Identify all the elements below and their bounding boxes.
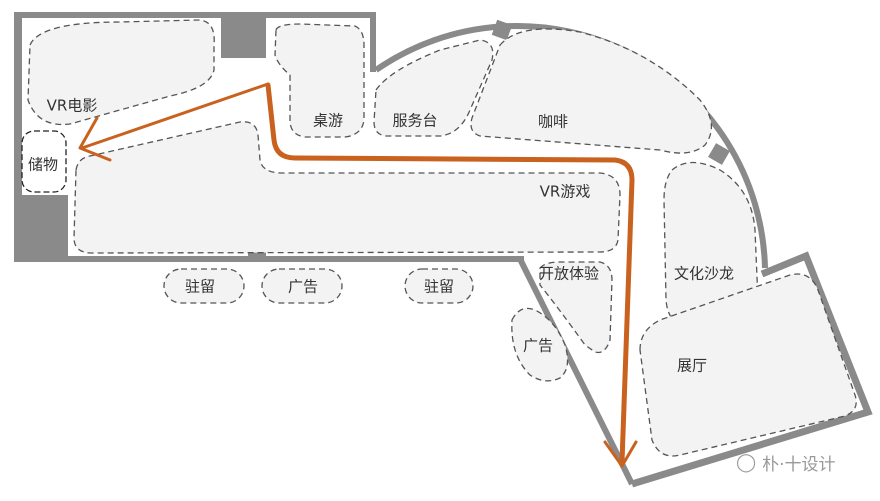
zone-label-coffee: 咖啡 [537, 112, 569, 131]
zone-open-experience [539, 261, 613, 354]
zone-label-vr-movie: VR电影 [46, 96, 98, 115]
zone-service-desk [373, 39, 494, 137]
zone-label-vr-games: VR游戏 [539, 182, 591, 201]
zone-ad-2 [511, 307, 569, 382]
zone-label-service-desk: 服务台 [392, 111, 438, 130]
diagonal-wall [517, 257, 635, 486]
exhibition-wall [630, 251, 873, 488]
route-arrow [78, 82, 638, 468]
zone-stay-2 [404, 268, 474, 304]
zone-board-games [274, 23, 365, 138]
zone-vr-movie [27, 19, 215, 126]
zone-label-stay-2: 驻留 [423, 277, 455, 296]
zones [21, 19, 857, 457]
zone-exhibition [639, 273, 857, 457]
wechat-icon: ◯ [736, 452, 757, 473]
zone-label-storage: 储物 [27, 155, 59, 174]
zone-label-culture-salon: 文化沙龙 [673, 264, 735, 283]
zone-label-ad-1: 广告 [287, 277, 319, 296]
zone-label-exhibition: 展厅 [676, 356, 708, 375]
watermark-text: 朴·十设计 [762, 455, 836, 475]
zone-coffee [470, 28, 712, 154]
zone-label-stay-1: 驻留 [184, 277, 216, 296]
zone-label-board-games: 桌游 [312, 111, 344, 130]
zone-vr-games [73, 121, 621, 254]
zone-label-open-experience: 开放体验 [538, 264, 600, 283]
walls [14, 12, 730, 262]
zone-storage [21, 130, 67, 193]
zone-stay-1 [163, 268, 245, 304]
watermark: ◯ 朴·十设计 [736, 450, 836, 475]
zone-ad-1 [261, 268, 343, 304]
zone-label-ad-2: 广告 [522, 336, 554, 355]
